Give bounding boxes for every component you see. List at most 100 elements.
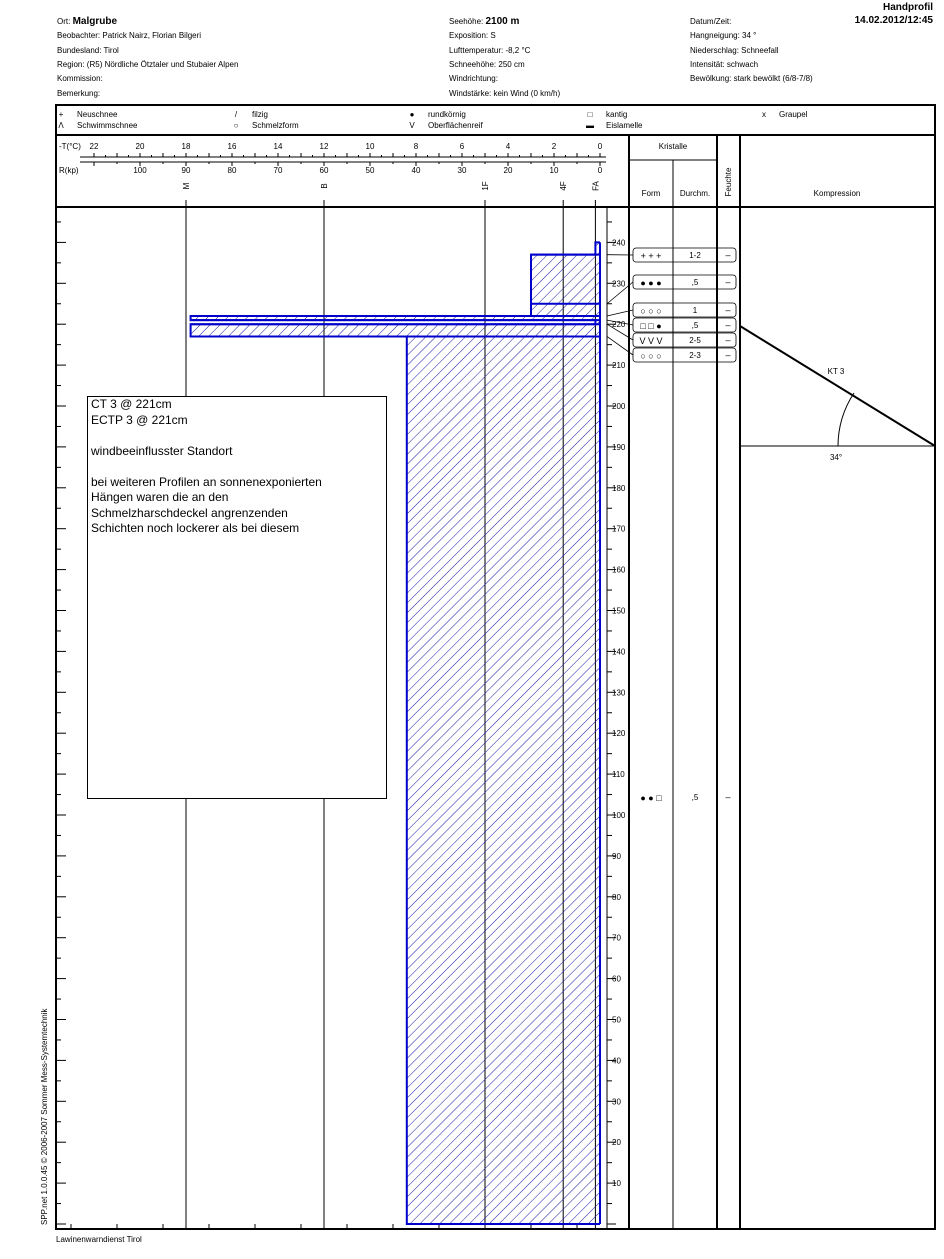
crystal-form: ○ ○ ○ [640, 306, 661, 316]
crystal-wetness: – [725, 250, 730, 260]
compression-line [739, 325, 936, 447]
temp-tick-label: 6 [460, 142, 465, 151]
crystal-form: ○ ○ ○ [640, 351, 661, 361]
r-tick-label: 100 [133, 166, 147, 175]
crystal-wetness: – [725, 350, 730, 360]
legend-symbol: ● [410, 110, 415, 119]
compression-angle-arc [837, 392, 855, 447]
profile-layer [595, 320, 600, 325]
crystal-wetness: – [725, 305, 730, 315]
height-tick-label: 80 [612, 893, 621, 902]
kompression-header: Kompression [814, 189, 861, 198]
height-tick-label: 60 [612, 975, 621, 984]
profile-layer [595, 242, 600, 255]
legend-symbol: / [235, 110, 238, 119]
commission-field: Kommission: [57, 74, 103, 83]
r-tick-label: 10 [550, 166, 559, 175]
temp-tick-label: 12 [320, 142, 329, 151]
height-tick-label: 50 [612, 1016, 621, 1025]
height-tick-label: 30 [612, 1097, 621, 1106]
height-tick-label: 240 [612, 238, 626, 247]
note-line [91, 428, 383, 444]
height-tick-label: 10 [612, 1179, 621, 1188]
crystal-row-connector [606, 309, 634, 317]
legend-symbol: □ [588, 110, 593, 119]
footer-source: Lawinenwarndienst Tirol [56, 1235, 142, 1244]
legend-symbol: Λ [58, 121, 64, 130]
profile-layer [190, 316, 600, 321]
durchm-header: Durchm. [680, 189, 710, 198]
wind-direction-field: Windrichtung: [449, 74, 498, 83]
legend-label: Oberflächenreif [428, 121, 483, 130]
legend-label: Schwimmschnee [77, 121, 138, 130]
observer-field: Beobachter: Patrick Nairz, Florian Bilge… [57, 31, 202, 40]
height-tick-label: 170 [612, 525, 626, 534]
temp-tick-label: 8 [414, 142, 419, 151]
height-tick-label: 180 [612, 484, 626, 493]
r-tick-label: 30 [458, 166, 467, 175]
r-tick-label: 90 [182, 166, 191, 175]
height-tick-label: 110 [612, 770, 625, 779]
note-line: Hängen waren die an den [91, 490, 229, 504]
r-tick-label: 0 [598, 166, 603, 175]
note-line: ECTP 3 @ 221cm [91, 412, 188, 427]
region-field: Region: (R5) Nördliche Ötztaler und Stub… [57, 60, 239, 69]
altitude-field: Seehöhe: 2100 m [449, 17, 519, 27]
hardness-profile [189, 241, 601, 1225]
crystal-form: + + + [641, 251, 662, 261]
height-tick-label: 190 [612, 443, 626, 452]
kristalle-header: Kristalle [659, 142, 688, 151]
crystal-diameter: 1-2 [689, 251, 701, 260]
profile-layer [531, 303, 600, 317]
height-tick-label: 160 [612, 566, 626, 575]
compression-test-label: KT 3 [828, 367, 845, 376]
temp-tick-label: 20 [136, 142, 145, 151]
note-box: CT 3 @ 221cm ECTP 3 @ 221cm windbeeinflu… [87, 396, 387, 799]
profile-layer [406, 336, 600, 1225]
datetime-label: Datum/Zeit: [690, 17, 732, 26]
datetime-value: 14.02.2012/12:45 [854, 15, 933, 26]
crystal-row-connector [606, 336, 634, 356]
crystal-diameter: ,5 [692, 793, 699, 802]
hardness-label: 4F [559, 181, 568, 190]
temp-tick-label: 10 [366, 142, 375, 151]
note-line [91, 459, 383, 475]
wind-strength-field: Windstärke: kein Wind (0 km/h) [449, 89, 561, 98]
slope-field: Hangneigung: 34 ° [690, 31, 757, 40]
legend-label: Neuschnee [77, 110, 118, 119]
outer-frame [55, 104, 936, 1230]
crystal-wetness: – [725, 792, 730, 802]
crystal-diameter: 1 [693, 306, 698, 315]
profile-layer [190, 324, 600, 337]
legend-symbol: ▬ [586, 121, 594, 130]
feuchte-header: Feuchte [724, 167, 733, 196]
legend-symbol: ○ [234, 121, 239, 130]
height-tick-label: 40 [612, 1056, 621, 1065]
intensity-field: Intensität: schwach [690, 60, 759, 69]
r-tick-label: 80 [228, 166, 237, 175]
r-tick-label: 40 [412, 166, 421, 175]
height-tick-label: 200 [612, 402, 626, 411]
state-field: Bundesland: Tirol [57, 46, 119, 55]
remark-field: Bemerkung: [57, 89, 101, 98]
air-temperature-field: Lufttemperatur: -8,2 °C [449, 46, 531, 55]
legend-label: kantig [606, 110, 627, 119]
r-tick-label: 60 [320, 166, 329, 175]
height-tick-label: 120 [612, 729, 626, 738]
note-line: Schichten noch lockerer als bei diesem [91, 521, 300, 535]
crystal-form: V V V [639, 336, 662, 346]
hardness-label: M [182, 182, 191, 189]
exposition-field: Exposition: S [449, 31, 496, 40]
temp-tick-label: 22 [90, 142, 99, 151]
crystal-form: ● ● ● [640, 278, 661, 288]
height-tick-label: 220 [612, 320, 626, 329]
temp-tick-label: 18 [182, 142, 191, 151]
software-credit: SPP.net 1.0.0.45 © 2006-2007 Sommer Mess… [40, 1008, 49, 1225]
r-tick-label: 50 [366, 166, 375, 175]
legend-label: Schmelzform [252, 121, 299, 130]
location-field: Ort: Malgrube [57, 17, 117, 27]
height-tick-label: 90 [612, 852, 621, 861]
altitude-label: Seehöhe: [449, 17, 484, 26]
